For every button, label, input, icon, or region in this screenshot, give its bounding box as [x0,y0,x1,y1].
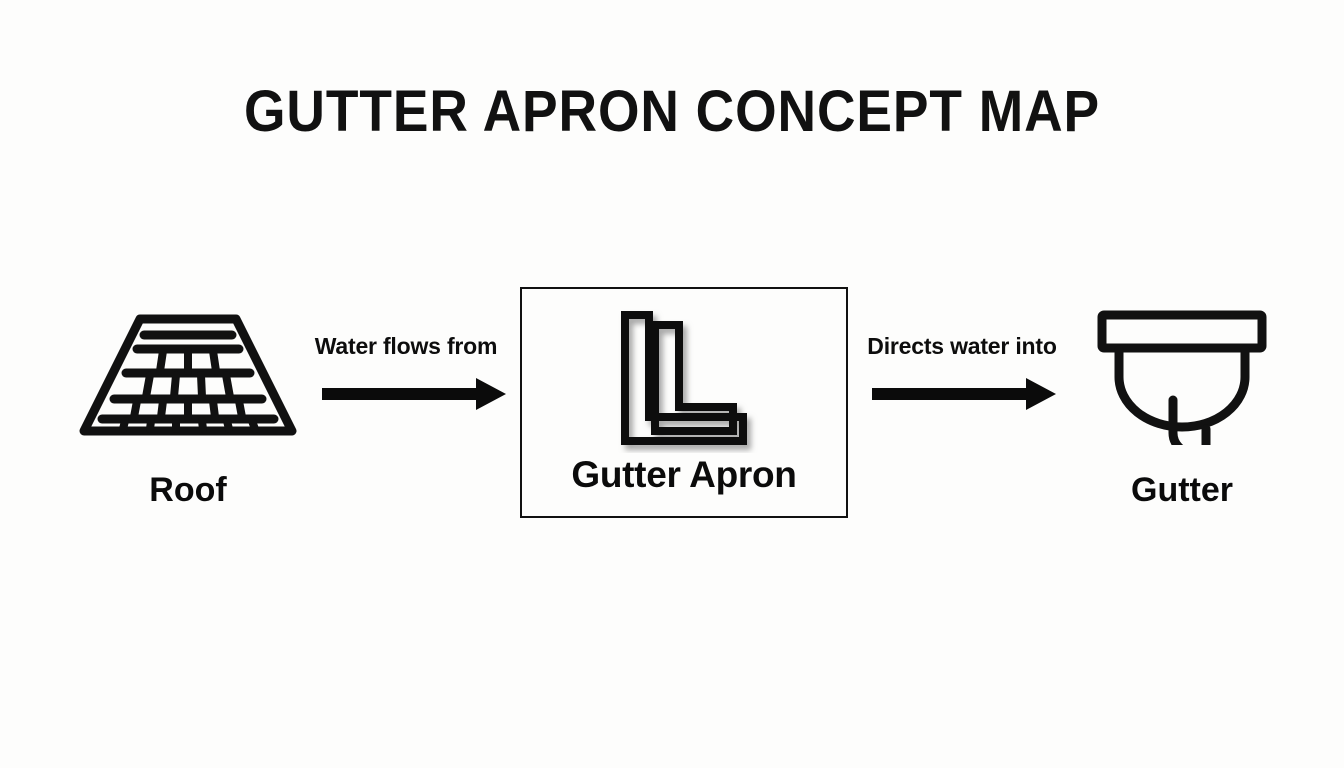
right-arrow-icon [322,378,506,410]
node-roof-label: Roof [149,471,227,509]
gutter-apron-icon-wrap [522,303,846,453]
edge-roof-to-apron: Water flows from [300,333,512,414]
edge-apron-to-gutter-label: Directs water into [867,333,1057,359]
node-gutter-apron-label: Gutter Apron [571,454,797,495]
edge-apron-to-gutter: Directs water into [856,333,1068,414]
gutter-downspout-icon [1097,310,1267,445]
node-gutter-apron[interactable]: Gutter Apron [520,287,848,518]
node-gutter-label: Gutter [1131,471,1233,509]
node-roof[interactable]: Roof [52,305,324,510]
edge-roof-to-apron-label: Water flows from [314,333,498,359]
node-gutter[interactable]: Gutter [1046,305,1318,510]
page-title: GUTTER APRON CONCEPT MAP [243,79,1101,144]
l-flashing-angle-icon [621,311,747,445]
right-arrow-icon [872,378,1056,410]
roof-shingles-icon [79,314,297,436]
